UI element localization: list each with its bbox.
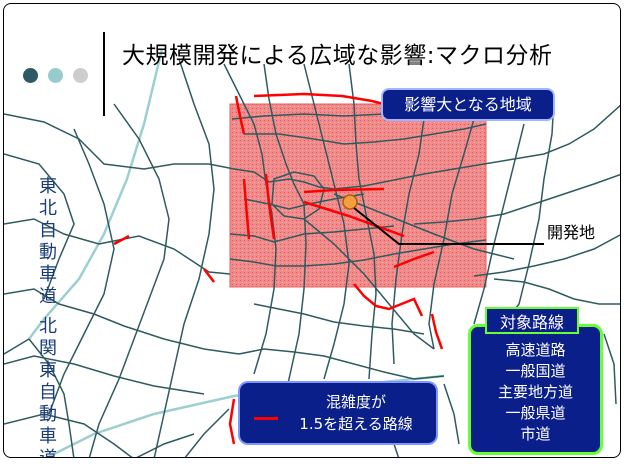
- congestion-legend-swatch: [254, 417, 278, 420]
- page-title: 大規模開発による広域な影響:マクロ分析: [122, 43, 553, 69]
- decorative-dot: [73, 68, 88, 83]
- impact-area-callout: 影響大となる地域: [383, 90, 553, 119]
- target-route-item: 市道: [520, 425, 551, 443]
- tohoku-expressway-label: 東北自動車道: [39, 176, 57, 307]
- kitakanto-expressway-label: 北関東自動車道: [39, 316, 57, 457]
- congestion-legend: 混雑度が 1.5を超える路線: [240, 383, 436, 443]
- decorative-dot: [48, 68, 63, 83]
- target-route-item: 一般国道: [505, 362, 566, 380]
- development-site-marker: [342, 194, 358, 210]
- road-lines: [4, 58, 620, 457]
- development-site-leader: [353, 207, 544, 245]
- target-routes-list: 高速道路 一般国道 主要地方道 一般県道 市道: [468, 340, 603, 445]
- target-route-item: 高速道路: [505, 341, 566, 359]
- decorative-dot: [23, 68, 38, 83]
- target-routes-panel: [468, 324, 603, 455]
- title-divider: [103, 32, 105, 116]
- slide: 大規模開発による広域な影響:マクロ分析 東北自動車道 北関東自動車道 影響大とな…: [3, 3, 621, 458]
- congestion-legend-text: 混雑度が 1.5を超える路線: [299, 393, 413, 433]
- congested-lines: [113, 92, 444, 445]
- development-site-label: 開発地: [547, 223, 596, 242]
- road-map: [4, 48, 620, 457]
- target-route-item: 主要地方道: [497, 383, 573, 401]
- target-route-item: 一般県道: [505, 404, 566, 422]
- expressway-lines: [28, 48, 445, 457]
- target-routes-title: 対象路線: [485, 307, 579, 334]
